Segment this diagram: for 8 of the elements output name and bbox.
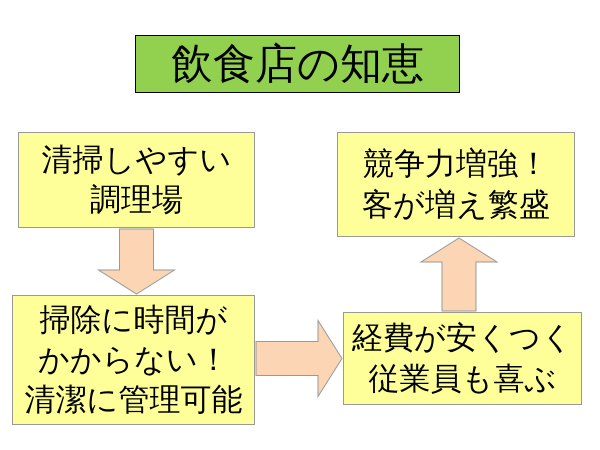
block-arrow: [419, 237, 499, 312]
process-box: 経費が安くつく従業員も喜ぶ: [343, 312, 582, 405]
process-box: 掃除に時間がかからない！清潔に管理可能: [12, 295, 255, 425]
process-box: 清掃しやすい調理場: [18, 132, 255, 228]
title-box: 飲食店の知恵: [135, 35, 460, 93]
block-arrow: [96, 228, 176, 295]
block-arrow: [256, 318, 343, 398]
process-box: 競争力増強！客が増え繁盛: [337, 132, 575, 237]
